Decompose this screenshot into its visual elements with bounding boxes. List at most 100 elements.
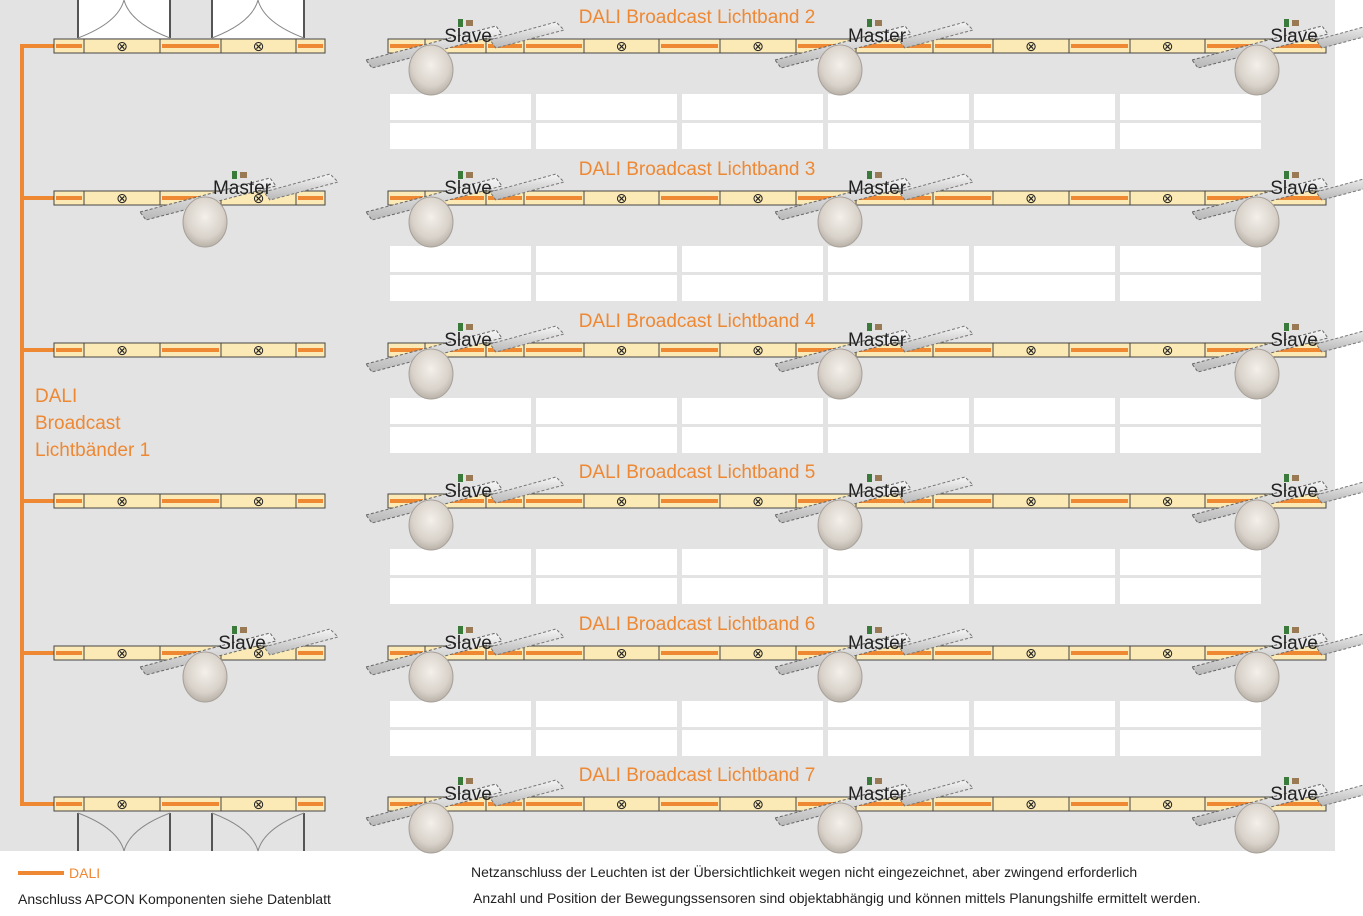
lamp-symbol: ⊗ [1162, 494, 1174, 510]
band-title: DALI Broadcast Lichtband 2 [579, 7, 816, 28]
door-swing [211, 812, 259, 852]
sensor-connector [875, 627, 882, 633]
luminaire-segment: ⊗ [992, 342, 1070, 359]
sensor-role-label: Slave [1270, 481, 1318, 502]
sensor-bracket [898, 325, 974, 353]
luminaire-segment: ⊗ [583, 796, 660, 813]
ceiling-panel [1120, 701, 1261, 727]
motion-sensor: Slave [365, 323, 565, 400]
sensor-role-label: Master [848, 26, 907, 47]
ceiling-panel [828, 94, 969, 120]
sensor-connector [1292, 627, 1299, 633]
ceiling-panel [682, 549, 823, 575]
sensor-connector [1292, 324, 1299, 330]
luminaire-segment: ⊗ [1129, 493, 1206, 510]
luminaire-segment: ⊗ [583, 342, 660, 359]
ceiling-panel [682, 398, 823, 424]
luminaire-segment [295, 38, 326, 54]
sensor-bracket [898, 779, 974, 807]
luminaire-segment [523, 493, 585, 509]
sensor-connector [466, 20, 473, 26]
ceiling-panel [828, 246, 969, 272]
luminaire-segment: ⊗ [992, 190, 1070, 207]
luminaire-segment [295, 342, 326, 358]
sensor-dome [408, 348, 454, 400]
ceiling-panel [828, 398, 969, 424]
sensor-connector [875, 475, 882, 481]
luminaire-segment [932, 190, 994, 206]
sensor-connector [466, 627, 473, 633]
sensor-connector [875, 172, 882, 178]
ceiling-panel [390, 730, 531, 756]
ceiling-panel [828, 123, 969, 149]
luminaire-segment [1068, 493, 1131, 509]
ceiling-panel [828, 549, 969, 575]
lamp-symbol: ⊗ [253, 191, 265, 207]
ceiling-panel [682, 730, 823, 756]
lamp-symbol: ⊗ [1025, 494, 1037, 510]
sensor-bracket [898, 21, 974, 49]
luminaire-segment [159, 38, 222, 54]
ceiling-panel [682, 275, 823, 301]
sensor-connector [875, 20, 882, 26]
lamp-symbol: ⊗ [116, 191, 128, 207]
sensor-role-label: Slave [1270, 178, 1318, 199]
sensor-connector [1292, 475, 1299, 481]
door [211, 812, 305, 916]
sensor-connector [867, 171, 872, 179]
sensor-connector [867, 626, 872, 634]
sensor-connector [466, 778, 473, 784]
luminaire-segment [932, 645, 994, 661]
luminaire-segment [658, 342, 721, 358]
ceiling-panel [974, 549, 1115, 575]
band-title: DALI Broadcast Lichtband 6 [579, 614, 816, 635]
luminaire-segment: ⊗ [83, 645, 161, 662]
sensor-dome [817, 499, 863, 551]
ceiling-panel [974, 578, 1115, 604]
lamp-symbol: ⊗ [116, 39, 128, 55]
sensor-connector [240, 627, 247, 633]
luminaire-segment [1068, 645, 1131, 661]
sensor-connector [867, 323, 872, 331]
sensor-connector [240, 172, 247, 178]
luminaire-segment: ⊗ [992, 796, 1070, 813]
lamp-symbol: ⊗ [1162, 343, 1174, 359]
door [77, 0, 171, 39]
sensor-connector [1284, 777, 1289, 785]
lamp-symbol: ⊗ [253, 494, 265, 510]
motion-sensor: Slave [365, 171, 565, 248]
sensor-connector [867, 777, 872, 785]
ceiling-panel [974, 123, 1115, 149]
sensor-connector [458, 777, 463, 785]
luminaire-segment [159, 796, 222, 812]
motion-sensor: Slave [365, 626, 565, 703]
luminaire-segment [53, 190, 85, 206]
luminaire-segment: ⊗ [719, 796, 797, 813]
sensor-bracket [898, 173, 974, 201]
luminaire-segment: ⊗ [83, 38, 161, 55]
lamp-symbol: ⊗ [1025, 646, 1037, 662]
motion-sensor: Master [774, 626, 974, 703]
sensor-dome [1234, 802, 1280, 854]
lamp-symbol: ⊗ [1025, 39, 1037, 55]
luminaire-segment: ⊗ [719, 493, 797, 510]
ceiling-panel [682, 94, 823, 120]
sensor-dome [182, 651, 228, 703]
door-swing [257, 0, 305, 39]
luminaire-segment [295, 190, 326, 206]
lamp-symbol: ⊗ [253, 797, 265, 813]
sensor-dome [1234, 651, 1280, 703]
luminaire-segment: ⊗ [83, 796, 161, 813]
lamp-symbol: ⊗ [116, 646, 128, 662]
doors [77, 0, 305, 916]
motion-sensor: Master [139, 171, 339, 248]
sensor-role-label: Master [848, 633, 907, 654]
door-swing [77, 0, 125, 39]
luminaire-segment [523, 796, 585, 812]
lamp-symbol: ⊗ [616, 39, 628, 55]
sensor-dome [408, 802, 454, 854]
ceiling-panel [974, 701, 1115, 727]
sensor-dome [1234, 499, 1280, 551]
sensor-connector [1284, 19, 1289, 27]
